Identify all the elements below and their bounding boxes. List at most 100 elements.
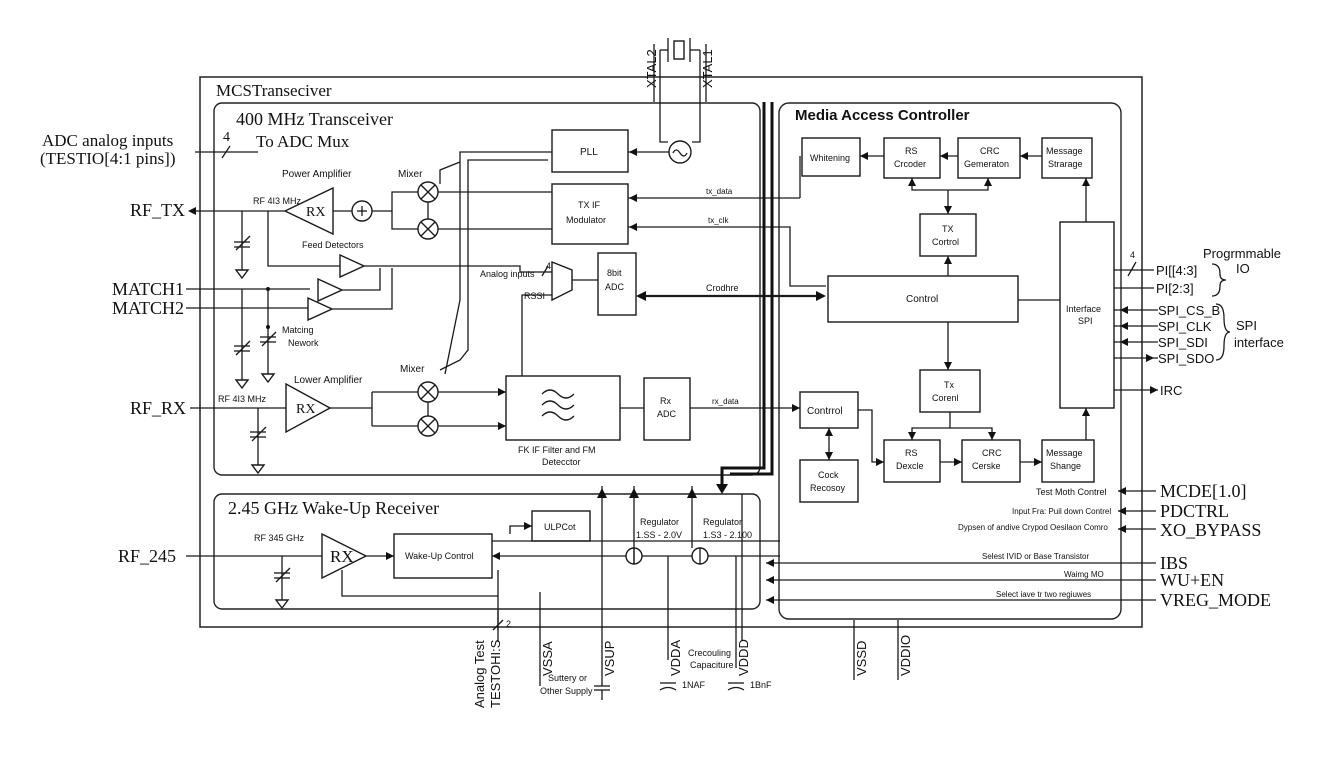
control-2-label: Contrrol <box>807 406 843 417</box>
spi-clk-pin: SPI_CLK <box>1158 319 1212 334</box>
adc-8bit-block <box>597 252 637 316</box>
programmable-io-line2: IO <box>1236 261 1250 276</box>
power-amplifier-label: Power Amplifier <box>282 169 352 180</box>
low-noise-amplifier-symbol: RX <box>296 402 315 417</box>
tx-control-2-block <box>919 369 981 413</box>
mac-title: Media Access Controller <box>795 107 970 124</box>
filter-label-line2: Detecctor <box>542 457 581 467</box>
ibs-pin: IBS <box>1160 553 1188 573</box>
adc-inputs-label: ADC analog inputs <box>42 131 173 150</box>
select-regs-label: Select iave tr two regiuwes <box>996 590 1091 599</box>
tx-if-modulator-block <box>551 183 629 245</box>
test-mode-control-label: Test Moth Contrel <box>1036 487 1107 497</box>
regulator-1-line1: Regulator <box>640 517 679 527</box>
mixer-rx-bottom <box>417 415 439 437</box>
ulpcot-block <box>531 510 591 542</box>
crc-generation-line2: Gemeraton <box>964 159 1009 169</box>
clock-recovery-block <box>799 459 859 503</box>
battery-capacitor-icon <box>594 685 610 700</box>
mixer-tx-label: Mixer <box>398 169 423 180</box>
message-storage-2-block <box>1041 439 1095 483</box>
to-adc-mux-label: To ADC Mux <box>256 132 350 151</box>
wakeup-amplifier-symbol: RX <box>330 547 354 566</box>
interface-spi-line1: Interface <box>1066 304 1101 314</box>
rs-coder-line1: RS <box>905 146 918 156</box>
mixer-rx-top <box>417 381 439 403</box>
battery-line1: Suttery or <box>548 673 587 683</box>
tx-control-2-line1: Tx <box>944 380 954 390</box>
battery-line2: Other Supply <box>540 686 593 696</box>
match1-pin: MATCH1 <box>112 279 184 299</box>
svg-text:4: 4 <box>546 261 551 271</box>
select-bias-label: Selest IVID or Base Transistor <box>982 552 1089 561</box>
message-storage-line2: Strarage <box>1048 159 1083 169</box>
mixer-tx-top <box>417 181 439 203</box>
filter-icon <box>541 389 575 421</box>
crc-generation-line1: CRC <box>980 146 1000 156</box>
feed-detector-2 <box>317 277 344 303</box>
adc-8bit-line1: 8bit <box>607 268 622 278</box>
spi-interface-line1: SPI <box>1236 318 1257 333</box>
tx-control-1-line1: TX <box>942 224 954 234</box>
pdctrl-pin: PDCTRL <box>1160 501 1229 521</box>
vsup-pin: VSUP <box>602 641 617 676</box>
whitening-block <box>801 137 861 177</box>
decoupling-line1: Crecouling <box>688 648 731 658</box>
adc-bus-width: 4 <box>223 130 230 145</box>
crc-check-line2: Cerske <box>972 461 1001 471</box>
vreg-mode-pin: VREG_MODE <box>1160 590 1271 610</box>
control-label: Control <box>906 294 938 305</box>
decoupling-cap-2-icon <box>727 682 745 691</box>
mcde-pin: MCDE[1.0] <box>1160 481 1247 501</box>
mixer-rx-label: Mixer <box>400 364 425 375</box>
xtal2-label: XTAL2 <box>644 49 659 88</box>
pi-23-pin: PI[2:3] <box>1156 281 1194 296</box>
rf-245-pin: RF_245 <box>118 546 176 566</box>
feed-detector-3 <box>307 296 334 322</box>
pio-bus-width: 4 <box>1130 250 1135 260</box>
rx-adc-line2: ADC <box>657 409 677 419</box>
transceiver-400-title: 400 MHz Transceiver <box>236 109 393 129</box>
wu-en-pin: WU+EN <box>1160 570 1224 590</box>
xtal1-label: XTAL1 <box>700 49 715 88</box>
vddio-pin: VDDIO <box>898 635 913 676</box>
tx-control-1-block <box>919 213 977 257</box>
match2-pin: MATCH2 <box>112 298 184 318</box>
decoupling-cap-2-value: 1BnF <box>750 680 772 690</box>
crc-check-line1: CRC <box>982 448 1002 458</box>
wakeup-control-label: Wake-Up Control <box>405 551 474 561</box>
rx-adc-line1: Rx <box>660 396 671 406</box>
rs-decoder-line2: Dexcle <box>896 461 924 471</box>
rx-data-label: rx_data <box>712 397 739 406</box>
regulator-1-line2: 1.SS - 2.0V <box>636 530 682 540</box>
xo-bypass-pin: XO_BYPASS <box>1160 520 1261 540</box>
rx-adc-block <box>643 377 691 441</box>
pll-label: PLL <box>580 147 598 158</box>
rs-coder-block <box>883 137 941 179</box>
input-pulldown-label: Input Fra: Puil down Contrel <box>1012 507 1111 516</box>
pll-block <box>551 129 629 173</box>
feed-detectors-label: Feed Detectors <box>302 240 364 250</box>
tx-control-2-line2: Corenl <box>932 393 959 403</box>
tx-control-1-line2: Cortrol <box>932 237 959 247</box>
message-storage-block <box>1041 137 1093 179</box>
spi-sdo-pin: SPI_SDO <box>1158 351 1214 366</box>
interface-spi-line2: SPI <box>1078 316 1093 326</box>
decoupling-cap-1-icon <box>659 682 677 691</box>
wakeup-mo-label: Waimg MO <box>1064 570 1104 579</box>
wakeup-receiver-title: 2.45 GHz Wake-Up Receiver <box>228 498 439 518</box>
mixer-tx-bottom <box>417 218 439 240</box>
rf-245-freq-label: RF 345 GHz <box>254 533 305 543</box>
low-noise-amplifier <box>285 382 332 434</box>
pi-43-pin: PI[[4:3] <box>1156 263 1197 278</box>
analog-inputs-label: Analog inputs <box>480 269 535 279</box>
rf-rx-pin: RF_RX <box>130 398 186 418</box>
message-storage-line1: Message <box>1046 146 1083 156</box>
rf-rx-freq-label: RF 4I3 MHz <box>218 394 267 404</box>
main-chip-title: MCSTranseciver <box>216 81 332 100</box>
matching-network-line2: Nework <box>288 338 319 348</box>
rs-decoder-line1: RS <box>905 448 918 458</box>
adc-inputs-pins: (TESTIO[4:1 pins]) <box>40 149 176 168</box>
adc-data-label: Crodhre <box>706 283 739 293</box>
